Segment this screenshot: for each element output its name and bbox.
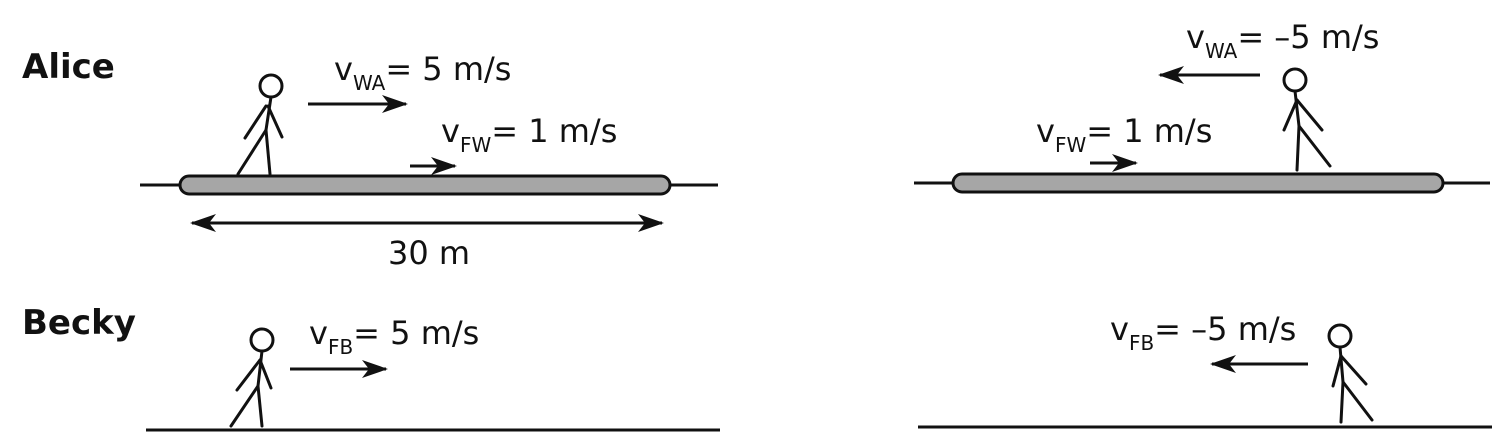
- stick-figure-alice: [236, 73, 284, 176]
- moving-walkway: [951, 172, 1445, 194]
- stick-figure-becky: [1327, 323, 1374, 424]
- velocity-label-wa: vWA= 5 m/s: [334, 50, 511, 95]
- alice-name: Alice: [22, 47, 115, 87]
- becky-name: Becky: [22, 303, 136, 343]
- stick-figure-becky: [229, 327, 275, 428]
- velocity-label-fb: vFB= 5 m/s: [309, 314, 479, 359]
- velocity-label-fb: vFB= –5 m/s: [1110, 310, 1296, 355]
- length-label: 30 m: [388, 234, 470, 272]
- velocity-label-fw: vFW= 1 m/s: [441, 112, 617, 157]
- velocity-label-fw: vFW= 1 m/s: [1036, 112, 1212, 157]
- becky-right-panel: vFB= –5 m/s: [918, 310, 1492, 429]
- moving-walkway: [178, 174, 672, 196]
- velocity-label-wa: vWA= –5 m/s: [1186, 18, 1379, 63]
- alice-left-panel: vWA= 5 m/s vFW= 1 m/s 30 m: [140, 50, 718, 272]
- stick-figure-alice: [1282, 67, 1332, 172]
- alice-right-panel: vWA= –5 m/s vFW= 1 m/s: [914, 18, 1490, 194]
- becky-left-panel: vFB= 5 m/s: [146, 314, 720, 432]
